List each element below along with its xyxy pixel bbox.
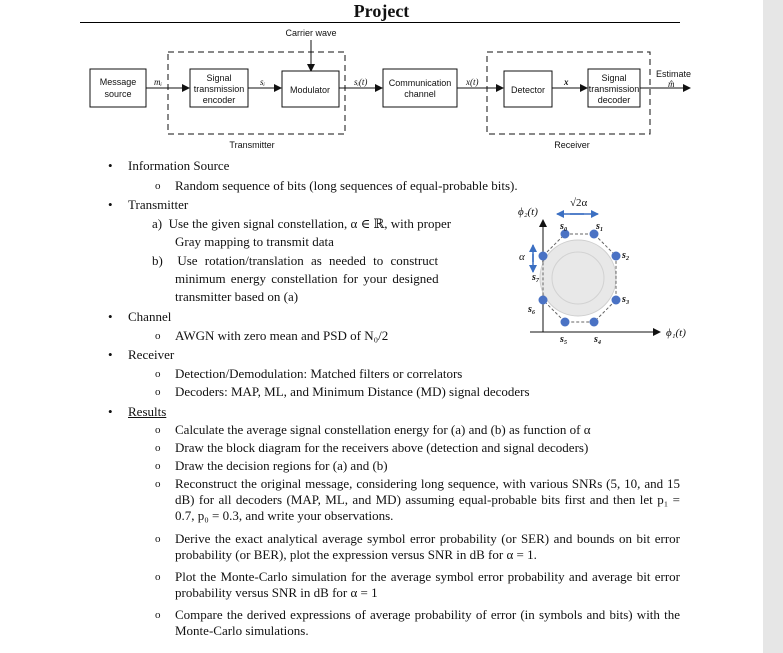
label-s6: s₆: [527, 304, 536, 315]
tx-item-b-line2: minimum energy constellation for your de…: [175, 271, 439, 286]
decoder-label-1: Signal: [601, 73, 626, 83]
detector-label: Detector: [511, 85, 545, 95]
tx-item-b-line3: transmitter based on (a): [175, 289, 299, 304]
receiver-label: Receiver: [554, 140, 590, 150]
result-item-2: Draw the block diagram for the receivers…: [155, 440, 588, 456]
m-hat-label: m̂: [668, 79, 675, 89]
message-source-label-2: source: [104, 89, 131, 99]
bullet-transmitter: Transmitter: [108, 197, 188, 213]
rx-item-detection: Detection/Demodulation: Matched filters …: [155, 366, 462, 382]
signal-si-label: sᵢ: [260, 77, 266, 87]
label-s4: s₄: [593, 334, 601, 345]
constellation-figure: ϕ₂(t) ϕ₁(t) √2α α s₀ s₁ s₂ s₃ s₄ s₅ s₆ s…: [518, 197, 686, 345]
signal-mi-label: mᵢ: [154, 77, 162, 87]
info-source-item: Random sequence of bits (long sequences …: [155, 178, 518, 194]
point-s4: [589, 317, 599, 327]
phi2-label: ϕ₂(t): [518, 206, 538, 218]
tx-item-b-line1: b) Use rotation/translation as needed to…: [152, 253, 439, 268]
watermark-seal-image: [539, 239, 617, 317]
channel-item: AWGN with zero mean and PSD of N₀/2: [155, 328, 388, 344]
label-s3: s₃: [621, 294, 629, 305]
result-item-1: Calculate the average signal constellati…: [155, 422, 591, 438]
label-s2: s₂: [621, 250, 629, 261]
result-item-6: Plot the Monte-Carlo simulation for the …: [155, 569, 680, 601]
result-item-4: Reconstruct the original message, consid…: [155, 476, 680, 524]
point-s6: [538, 295, 548, 305]
bullet-info-source: Information Source: [108, 158, 230, 174]
encoder-label-2: transmission: [194, 84, 245, 94]
message-source-label-1: Message: [100, 77, 137, 87]
receiver-group: [486, 51, 651, 135]
sqrt2a-label: √2α: [570, 197, 588, 209]
tx-item-a-line1: a) Use the given signal constellation, α…: [152, 216, 452, 231]
point-s7: [538, 251, 548, 261]
decoder-label-3: decoder: [598, 95, 631, 105]
bullet-results: Results: [108, 404, 166, 420]
result-item-3: Draw the decision regions for (a) and (b…: [155, 458, 388, 474]
result-item-7: Compare the derived expressions of avera…: [155, 607, 680, 639]
label-s5: s₅: [559, 334, 567, 345]
detector-box: [503, 70, 553, 108]
point-s1: [589, 229, 599, 239]
encoder-label-1: Signal: [206, 73, 231, 83]
decoder-label-2: transmission: [589, 84, 640, 94]
bullet-channel: Channel: [108, 309, 171, 325]
transmitter-label: Transmitter: [229, 140, 274, 150]
phi1-label: ϕ₁(t): [666, 327, 686, 339]
message-source-box: [89, 68, 147, 108]
channel-label-1: Communication: [389, 78, 452, 88]
rx-item-decoders: Decoders: MAP, ML, and Minimum Distance …: [155, 384, 530, 400]
channel-label-2: channel: [404, 89, 436, 99]
point-s3: [611, 295, 621, 305]
alpha-label: α: [519, 251, 525, 263]
point-s5: [560, 317, 570, 327]
encoder-label-3: encoder: [203, 95, 236, 105]
page-title: Project: [353, 1, 410, 21]
point-s2: [611, 251, 621, 261]
signal-xt-label: x(t): [465, 77, 479, 87]
label-s7: s₇: [531, 272, 540, 283]
modulator-label: Modulator: [290, 85, 330, 95]
carrier-wave-label: Carrier wave: [285, 28, 336, 38]
point-s0: [560, 229, 570, 239]
result-item-5: Derive the exact analytical average symb…: [155, 531, 680, 563]
title-rule: [80, 22, 680, 23]
estimate-label: Estimate: [656, 69, 691, 79]
bullet-receiver: Receiver: [108, 347, 174, 363]
window-scrollbar-track[interactable]: [763, 0, 783, 653]
modulator-box: [281, 70, 340, 108]
label-s0: s₀: [559, 221, 568, 232]
signal-x-label: x: [563, 77, 569, 87]
label-s1: s₁: [595, 221, 603, 232]
channel-box: [382, 68, 458, 108]
tx-item-a-line2: Gray mapping to transmit data: [175, 234, 334, 249]
watermark-seal-ring: [551, 251, 605, 305]
block-diagram: Carrier wave Message source Signal trans…: [89, 28, 691, 150]
signal-sit-label: sᵢ(t): [354, 77, 367, 87]
